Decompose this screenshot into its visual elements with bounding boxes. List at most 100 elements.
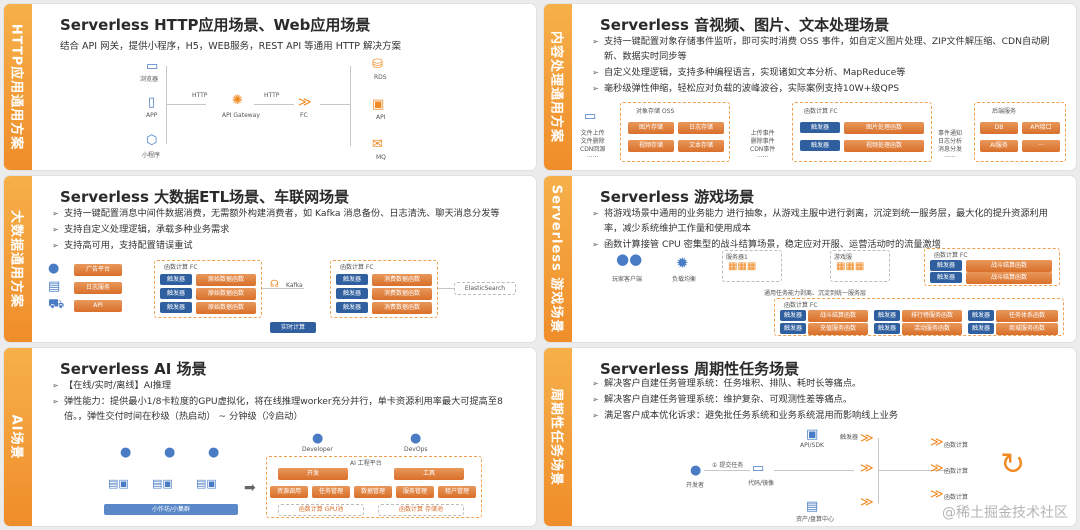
event-type-text: 上传事件 删除事件 CDN事件 ······ [750,130,776,161]
devops-label: DevOps [404,446,428,453]
account-label: 资产/盘算中心 [796,516,835,523]
es-box: ElasticSearch [454,282,516,295]
game-diagram: ●● 玩家客户端 ✹ 负载均衡 服务器1 ▦▦▦ 游戏服 ▦▦▦ 函数计算 FC… [584,248,1074,338]
gpu-server-icon: ▤▣ [108,477,129,490]
arrow-icon: ➡ [244,480,256,496]
fc-icon: ≫ [860,461,874,476]
server-icon: ▦▦▦ [836,261,865,272]
mq-icon: ✉ [372,137,383,152]
fc-icon: ≫ [930,461,944,476]
client-label: 小程序 [142,152,161,159]
fc-item: 触发器 [780,310,806,321]
account-icon: ▤ [806,499,819,514]
panel-title: Serverless 音视频、图片、文本处理场景 [600,16,890,34]
fc-icon: ≫ [860,431,874,446]
players-icon: ●● [616,250,643,268]
bullet-list: 【在线/实时/离线】AI推理 弹性能力：提供最小1/8卡粒度的GPU虚拟化，将在… [52,378,512,425]
fc-title: 函数计算 FC [164,264,198,271]
panel-tab: 内容处理通用方案 [544,4,572,170]
backend-title: 后端服务 [992,108,1017,115]
panel-cron: 周期性任务场景 Serverless 周期性任务场景 解决客户自建任务管理系统：… [544,348,1076,526]
target-label: API [376,114,386,121]
trigger-label: 触发器 [840,434,859,441]
connector [350,66,351,146]
bullet-item: 弹性能力：提供最小1/8卡粒度的GPU虚拟化，将在线推理worker充分并行，单… [52,394,512,424]
fc-title: 函数计算 FC [784,302,818,309]
fc-box [792,102,932,162]
fc-item: 触发器 [336,274,368,285]
watermark: @稀土掘金技术社区 [942,505,1068,521]
user-icon: ● [48,261,60,276]
bullet-list: 支持一键配置消息中间件数据消费，无需额外构建消费者，如 Kafka 消息备份、日… [52,206,526,254]
panel-title: Serverless 游戏场景 [600,188,755,206]
target-label: RDS [374,74,387,81]
bullet-item: 毫秒级弹性伸缩，轻松应对负载的波峰波谷，实际案例支持10W+级QPS [592,81,1066,96]
fc-icon: ≫ [860,495,874,510]
platform-title: AI 工程平台 [350,460,382,467]
browser-icon: ▭ [146,59,159,74]
rds-icon: ⛁ [372,57,383,72]
fc-box [154,260,262,318]
panel-http: HTTP应用通用方案 Serverless HTTP应用场景、Web应用场景 结… [4,4,536,170]
backend-item: ··· [1022,140,1060,152]
user-icon: ● [208,445,220,460]
fc-item: 图片处理函数 [844,122,924,134]
fc-label: 函数计算 [944,468,969,475]
bullet-item: 自定义处理逻辑，支持多种编程语言，实现诸如文本分析、MapReduce等 [592,65,1066,80]
panel-title: Serverless AI 场景 [60,360,207,378]
fc-item: 消费数据函数 [372,288,432,300]
server-box [830,250,890,282]
fc-item: 触发器 [800,122,840,133]
connector [878,438,879,504]
fc-item: 触发器 [160,302,192,313]
fc-item: 触发器 [780,323,806,334]
oss-item: 日志存储 [678,122,724,134]
fc-item: 触发器 [160,288,192,299]
platform-box [266,456,482,518]
connector [878,470,948,471]
oss-item: 文本存储 [678,140,724,152]
panel-subtitle: 结合 API 网关，提供小程序，H5，WEB服务，REST API 等通用 HT… [60,41,402,52]
connector [774,470,854,471]
target-label: MQ [376,154,386,161]
realtime-box: 实时计算 [270,322,316,333]
connector [438,288,454,289]
tab-label: AI场景 [8,414,24,460]
miniprogram-icon: ⬡ [146,133,158,148]
oss-box [620,102,730,162]
backend-item: DB [980,122,1018,134]
etl-diagram: ● ▤ ⛟ 广告平台 日志服务 API 函数计算 FC 触发器 原始数据函数 触… [44,260,534,338]
backend-box [974,102,1066,162]
tab-label: Serverless 游戏场景 [548,184,564,334]
fc-item: 触发器 [800,140,840,151]
server-icon: ▤ [48,279,61,294]
tab-label: 大数据通用方案 [8,209,24,309]
source-item: API [74,300,122,312]
connector [166,66,167,144]
fc-box [774,298,1064,336]
fc-item: 触发器 [968,323,994,334]
source-item: 广告平台 [74,264,122,276]
user-icon: ● [120,445,132,460]
panel-tab: 周期性任务场景 [544,348,572,526]
api-icon: ▣ [806,427,819,442]
fc-icon: ≫ [298,95,312,110]
fc-label: FC [300,112,308,119]
panel-tab: HTTP应用通用方案 [4,4,32,170]
fc-item: 触发器 [160,274,192,285]
players-label: 玩家客户端 [612,276,643,283]
bullet-item: 函数计算接管 CPU 密集型的战斗结算场景，稳定应对开服、运营活动时的流量激增 [592,237,1066,252]
platform-item: 数据管理 [354,486,392,498]
fc-title: 函数计算 FC [804,108,838,115]
source-item: 日志服务 [74,282,122,294]
connector [262,288,304,289]
backend-item: AI服务 [980,140,1018,152]
fc-item: 活动服务函数 [902,323,962,335]
phone-icon: ▯ [148,95,156,110]
fc-item: 战斗结算函数 [966,260,1052,272]
developer-icon: ● [690,463,702,478]
panel-tab: Serverless 游戏场景 [544,176,572,342]
fc-output-text: 事件通知 日志分析 消息分发 ······ [938,130,963,161]
cluster-bar: 小作坊/小集群 [104,504,238,515]
fc-item: 触发器 [930,272,962,283]
